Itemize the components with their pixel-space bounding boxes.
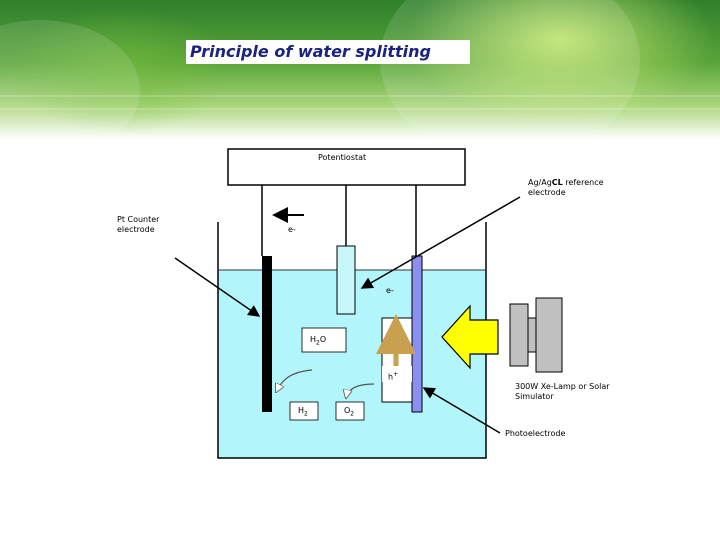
electron-top-label: e- xyxy=(288,225,296,234)
oxygen-main: O xyxy=(344,406,351,415)
lamp-label: 300W Xe-Lamp or Solar Simulator xyxy=(515,382,610,402)
hole-sup: + xyxy=(393,371,399,378)
water-label: H2O xyxy=(310,335,326,349)
water-sub: 2 xyxy=(316,339,320,347)
oxygen-sub: 2 xyxy=(350,410,355,418)
photoelectrode-label: Photoelectrode xyxy=(505,429,566,438)
reference-label-part: Ag/Ag xyxy=(528,178,552,187)
lamp-label-line1: 300W Xe-Lamp or Solar xyxy=(515,382,610,391)
reference-label-rest: reference xyxy=(562,178,604,187)
reference-label-bold: CL xyxy=(551,178,563,187)
hydrogen-main: H xyxy=(298,406,305,415)
oxygen-label: O2 xyxy=(344,406,354,420)
hole-main: h xyxy=(388,372,394,382)
potentiostat-box xyxy=(227,148,466,186)
water-box xyxy=(301,327,347,353)
potentiostat-label: Potentiostat xyxy=(318,153,367,162)
hole-label: h+ xyxy=(388,370,398,383)
electron-right-label: e- xyxy=(386,286,394,295)
counter-label-line1: Pt Counter xyxy=(117,215,160,224)
photoelectrode-film xyxy=(411,255,423,413)
counter-electrode-label: Pt Counter electrode xyxy=(117,215,159,235)
oxygen-box xyxy=(335,401,365,421)
header-banner xyxy=(0,0,720,140)
water-main: H xyxy=(310,335,317,344)
reference-electrode-label: Ag/AgCL reference electrode xyxy=(528,178,604,198)
counter-label-line2: electrode xyxy=(117,225,155,234)
lamp-neck xyxy=(527,317,537,353)
banner-streak xyxy=(0,108,720,110)
hydrogen-label: H2 xyxy=(298,406,308,420)
banner-streak xyxy=(0,95,720,97)
hydrogen-sub: 2 xyxy=(304,410,308,418)
photoelectrode-pointer xyxy=(422,387,501,434)
hydrogen-box xyxy=(289,401,319,421)
banner-decoration xyxy=(380,0,640,140)
lamp-body xyxy=(509,303,529,367)
water-rest: O xyxy=(319,335,327,344)
reference-pointer xyxy=(360,196,521,289)
pt-counter-electrode xyxy=(262,256,272,412)
reduction-arrow xyxy=(276,369,313,392)
counter-pointer xyxy=(174,257,261,317)
light-arrow xyxy=(441,304,499,370)
lamp-head xyxy=(535,297,563,373)
reference-electrode xyxy=(336,245,356,315)
oxidation-arrow xyxy=(346,383,375,398)
hole-box xyxy=(382,366,412,382)
slide-title: Principle of water splitting xyxy=(186,40,470,64)
lamp-label-line2: Simulator xyxy=(515,392,554,401)
reference-label-line2: electrode xyxy=(528,188,566,197)
